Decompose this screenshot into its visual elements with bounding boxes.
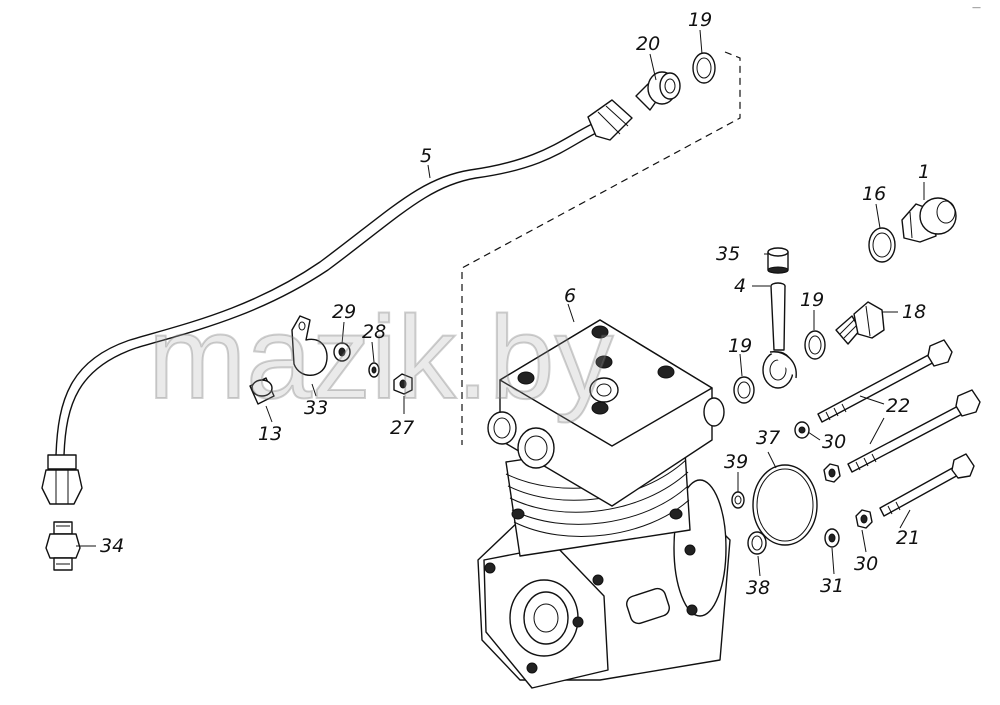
label-27: 27 <box>390 417 414 439</box>
label-30-lower: 30 <box>854 553 878 575</box>
washer-19-middle <box>804 330 826 360</box>
label-13: 13 <box>258 423 282 445</box>
washer-19-lower <box>733 376 755 404</box>
cap-35 <box>767 247 789 274</box>
washer-39 <box>731 491 745 509</box>
label-34: 34 <box>100 535 124 557</box>
label-19-top: 19 <box>688 9 712 31</box>
washer-19-top <box>692 52 716 84</box>
banjo-fitting-4 <box>762 282 797 389</box>
compressor-6 <box>477 319 731 689</box>
leader-lines <box>76 29 925 577</box>
sleeve-13 <box>249 377 275 405</box>
assembly-boundary-dashed <box>461 51 741 445</box>
label-22: 22 <box>886 395 910 417</box>
label-21: 21 <box>896 527 920 549</box>
banjo-bolt-18 <box>835 301 885 345</box>
fitting-34 <box>45 521 81 571</box>
nut-27 <box>393 373 413 395</box>
label-19-middle: 19 <box>800 289 824 311</box>
washer-38 <box>747 531 767 555</box>
nut-30-lower <box>855 509 873 529</box>
pipe-5 <box>41 99 633 505</box>
label-16: 16 <box>862 183 886 205</box>
label-30-upper: 30 <box>822 431 846 453</box>
bolt-21 <box>879 453 975 517</box>
o-ring-37 <box>752 464 818 546</box>
label-28: 28 <box>362 321 386 343</box>
bolt-22-lower <box>847 389 981 473</box>
washer-28 <box>368 362 380 378</box>
label-5: 5 <box>420 145 432 167</box>
nut-30-upper <box>823 463 841 483</box>
label-18: 18 <box>902 301 926 323</box>
fitting-1 <box>901 197 957 243</box>
fitting-20 <box>635 71 681 111</box>
label-29: 29 <box>332 301 356 323</box>
part-labels: 1 4 5 6 13 16 18 19 19 19 20 21 22 27 28… <box>100 9 930 599</box>
label-31: 31 <box>820 575 844 597</box>
label-35: 35 <box>716 243 740 265</box>
watermark-text: mazik.by <box>148 292 614 424</box>
clamp-33 <box>291 315 328 376</box>
label-33: 33 <box>304 397 328 419</box>
label-37: 37 <box>756 427 780 449</box>
washer-31 <box>824 528 840 548</box>
label-4: 4 <box>734 275 746 297</box>
label-1: 1 <box>918 161 930 183</box>
label-6: 6 <box>564 285 576 307</box>
label-38: 38 <box>746 577 770 599</box>
washer-16 <box>868 227 896 263</box>
small-washer <box>794 421 810 439</box>
label-19-lower: 19 <box>728 335 752 357</box>
bolt-22-upper <box>817 339 953 423</box>
label-39: 39 <box>724 451 748 473</box>
corner-mark: — <box>972 3 981 13</box>
label-20: 20 <box>636 33 660 55</box>
